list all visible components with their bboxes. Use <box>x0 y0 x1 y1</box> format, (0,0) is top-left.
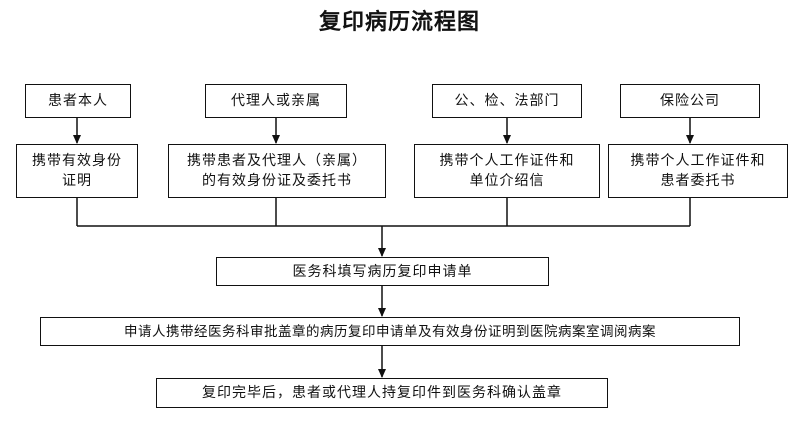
step-review-records: 申请人携带经医务科审批盖章的病历复印申请单及有效身份证明到医院病案室调阅病案 <box>40 317 740 346</box>
source-label: 患者本人 <box>48 93 108 109</box>
step-text: 申请人携带经医务科审批盖章的病历复印申请单及有效身份证明到医院病案室调阅病案 <box>124 323 656 340</box>
source-patient: 患者本人 <box>25 84 131 118</box>
source-label: 公、检、法部门 <box>454 93 560 109</box>
source-agent-relative: 代理人或亲属 <box>205 84 347 118</box>
step-fill-application: 医务科填写病历复印申请单 <box>216 257 549 286</box>
requirement-text: 携带个人工作证件和 单位介绍信 <box>439 153 575 189</box>
requirement-agent-relative: 携带患者及代理人（亲属） 的有效身份证及委托书 <box>168 144 386 198</box>
requirement-public-security: 携带个人工作证件和 单位介绍信 <box>414 144 600 198</box>
source-public-security: 公、检、法部门 <box>432 84 582 118</box>
requirement-text: 携带患者及代理人（亲属） 的有效身份证及委托书 <box>187 153 367 189</box>
step-confirm-seal: 复印完毕后，患者或代理人持复印件到医务科确认盖章 <box>156 378 608 408</box>
requirement-patient: 携带有效身份 证明 <box>16 144 138 198</box>
requirement-insurance: 携带个人工作证件和 患者委托书 <box>608 144 788 198</box>
source-label: 代理人或亲属 <box>231 93 321 109</box>
source-label: 保险公司 <box>660 93 720 109</box>
requirement-text: 携带个人工作证件和 患者委托书 <box>630 153 766 189</box>
step-text: 复印完毕后，患者或代理人持复印件到医务科确认盖章 <box>202 385 562 401</box>
step-text: 医务科填写病历复印申请单 <box>292 263 473 280</box>
requirement-text: 携带有效身份 证明 <box>32 153 122 189</box>
page-title: 复印病历流程图 <box>318 9 480 35</box>
source-insurance: 保险公司 <box>620 84 760 118</box>
